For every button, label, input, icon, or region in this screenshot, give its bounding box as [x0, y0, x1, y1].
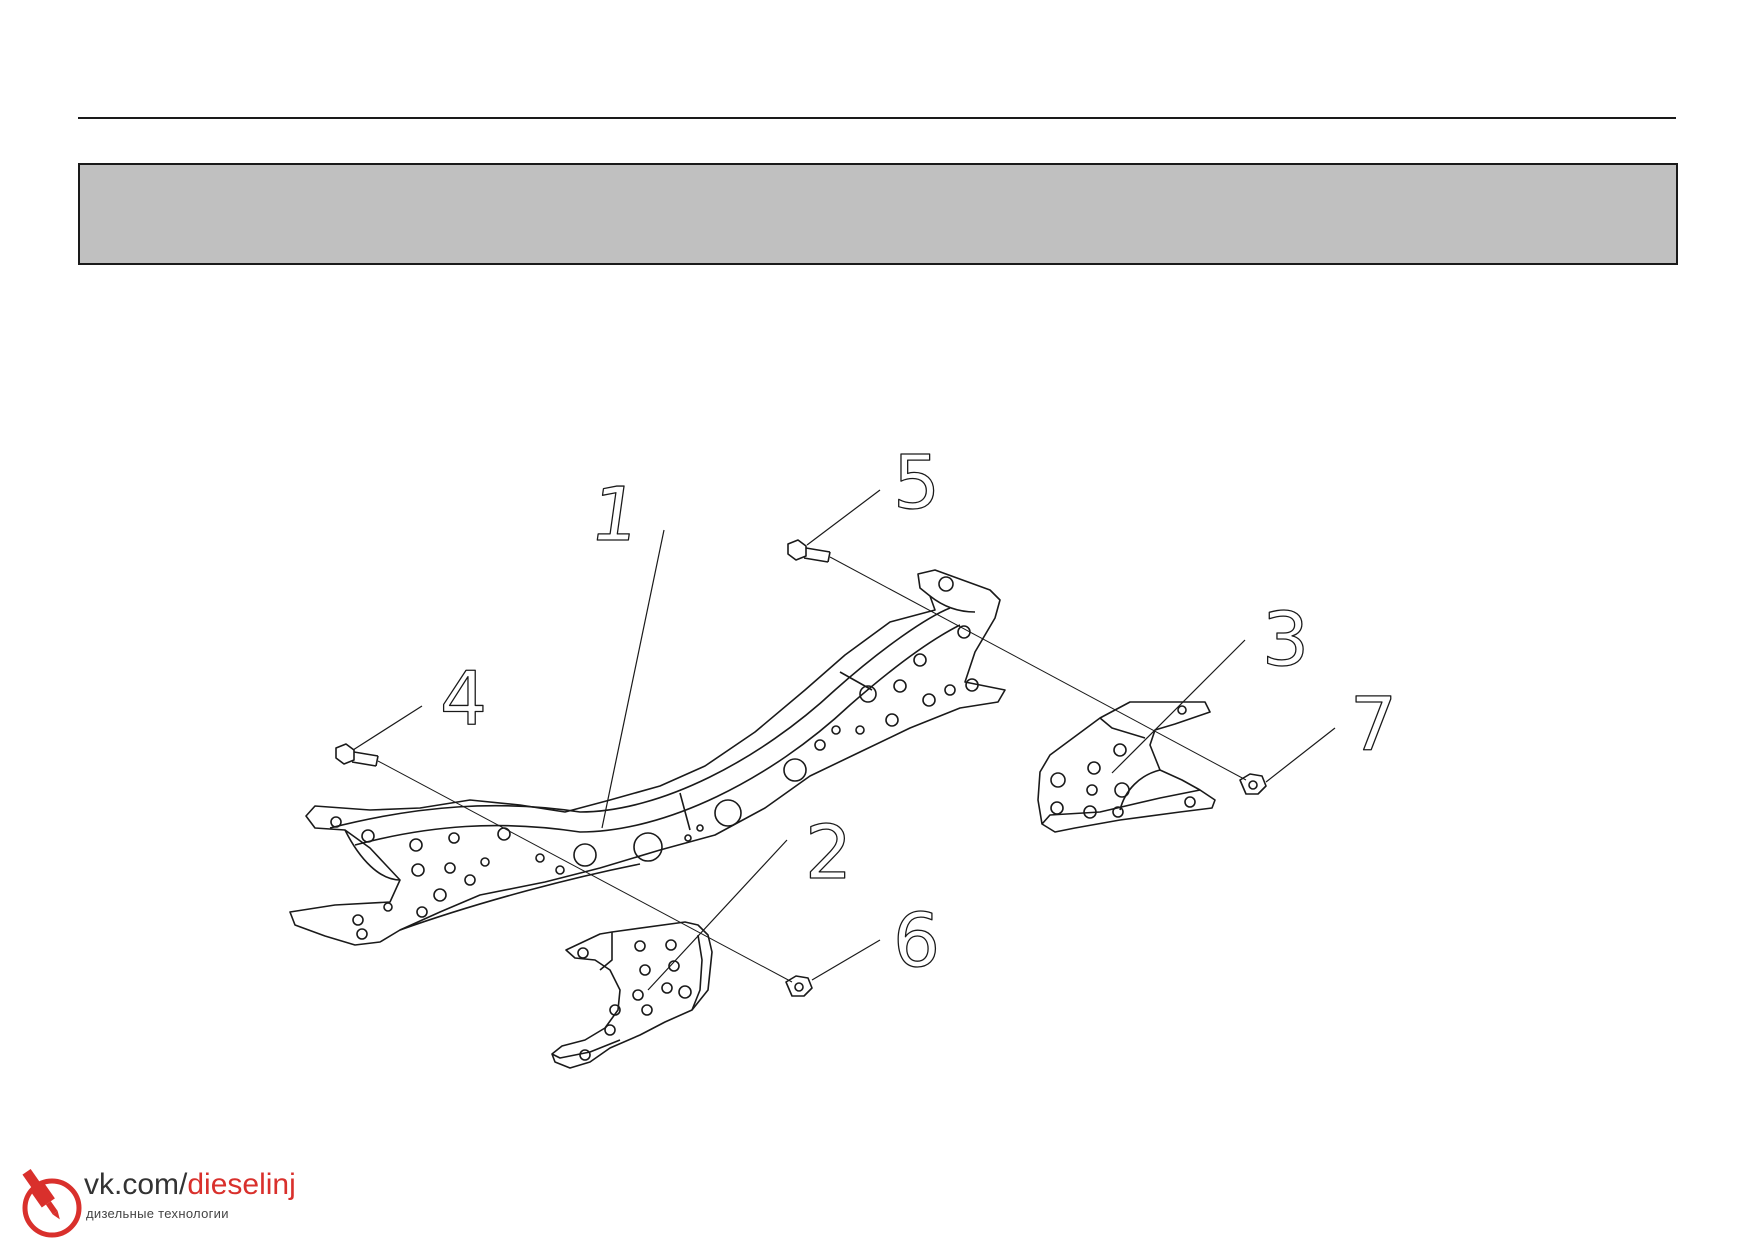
watermark-prefix: vk.com/: [84, 1168, 188, 1201]
callout-6: 6: [893, 898, 940, 984]
fuel-injector-logo-icon: [22, 1168, 82, 1238]
title-band: [78, 163, 1678, 265]
callout-3: 3: [1262, 597, 1309, 683]
right-bracket-part: [1037, 701, 1216, 833]
crossmember-part: [289, 569, 1006, 946]
assembly-axis-lines: [377, 556, 1247, 983]
left-bolt-part: [335, 743, 379, 767]
callout-4: 4: [440, 656, 487, 742]
callout-1: 1: [586, 471, 645, 558]
right-bolt-part: [787, 539, 831, 563]
left-nut-part: [785, 975, 813, 997]
watermark-handle: dieselinj: [187, 1168, 296, 1201]
top-rule: [78, 117, 1676, 119]
callout-5: 5: [893, 440, 940, 526]
left-bracket-part: [551, 921, 713, 1069]
watermark-url: vk.com/dieselinj: [84, 1168, 296, 1202]
callout-labels: 1 2 3 4 5 6 7: [439, 439, 1397, 984]
callout-7: 7: [1350, 682, 1397, 768]
watermark: vk.com/dieselinj дизельные технологии: [14, 1160, 314, 1238]
callout-2: 2: [805, 810, 852, 896]
leader-lines: [352, 489, 1336, 991]
watermark-tagline: дизельные технологии: [86, 1206, 229, 1221]
right-nut-part: [1239, 773, 1267, 795]
